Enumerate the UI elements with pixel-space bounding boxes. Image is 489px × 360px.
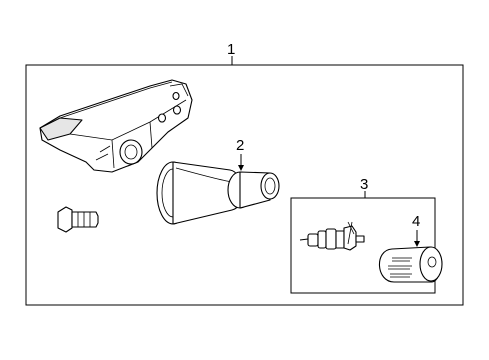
callout-2-arrowhead [238,165,244,171]
sensor-screw [57,206,99,233]
tpms-sensor-body [39,79,193,173]
callout-4-label: 4 [412,213,420,230]
callout-3-label: 3 [360,176,368,193]
kit-frame [290,197,436,294]
assembly-frame [25,64,464,306]
valve-core-part [299,221,365,251]
callout-1-label: 1 [227,41,235,58]
valve-stem-grommet-part [156,161,280,225]
callout-4-arrowhead [414,241,420,247]
valve-cap-part [378,246,443,283]
callout-2-label: 2 [236,137,244,154]
